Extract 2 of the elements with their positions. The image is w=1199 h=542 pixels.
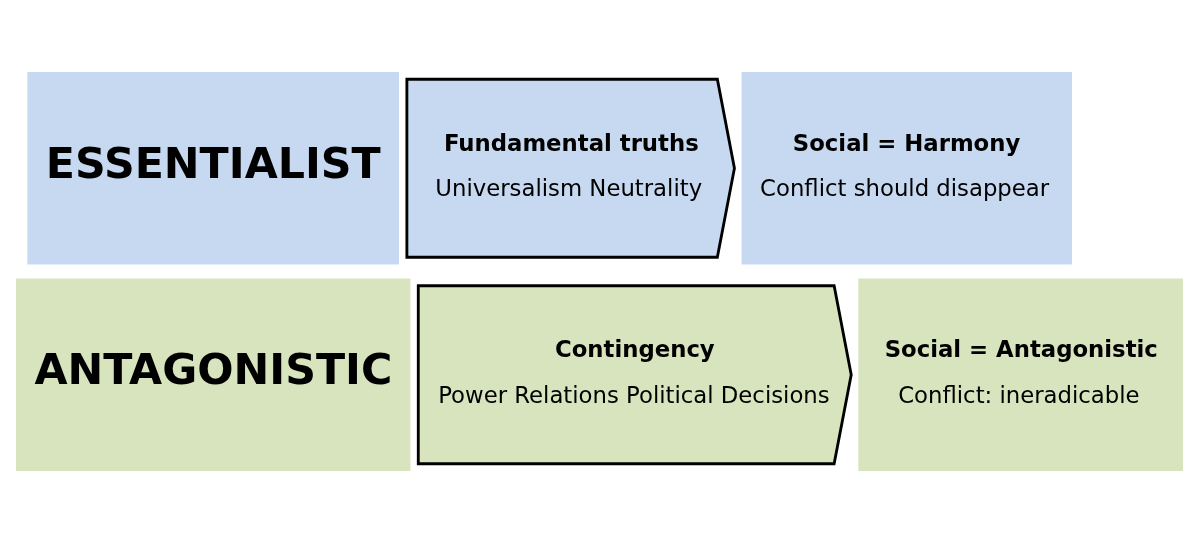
node-box: Social = Antagonistic Conflict: ineradicable (855, 275, 1186, 474)
node-box: ANTAGONISTIC (13, 275, 414, 474)
